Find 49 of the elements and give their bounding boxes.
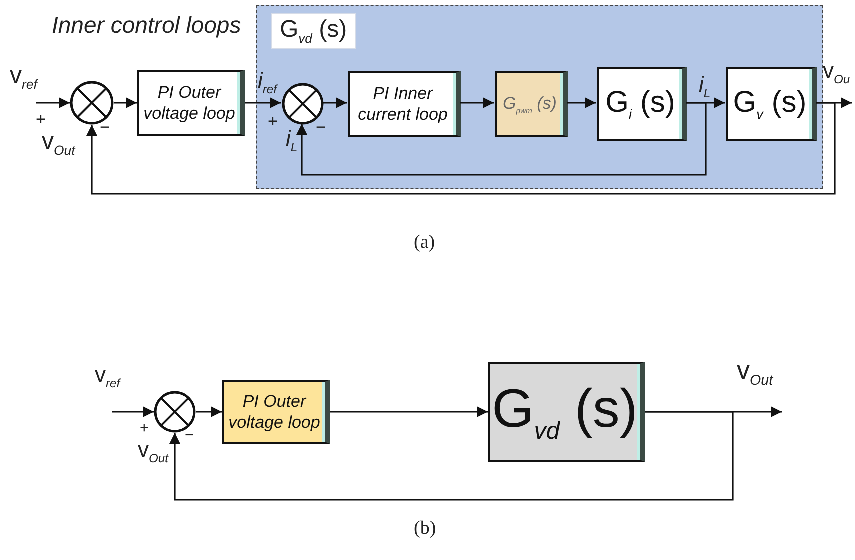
transfer-block: [222, 380, 330, 444]
subfigure-label: (a): [414, 232, 436, 254]
signal-label: v$_{Out}$: [737, 355, 774, 390]
sign-label: +: [140, 420, 149, 437]
transfer-block: [597, 67, 687, 141]
sign-label: −: [100, 118, 110, 138]
block-label: G$_{i}$ (s): [606, 85, 676, 124]
signal-arrow: [323, 98, 347, 108]
summing-junction: [70, 81, 114, 125]
subfigure-label: (b): [414, 518, 436, 540]
summing-junction: [282, 83, 324, 125]
signal-arrow: [296, 102, 707, 176]
signal-label: v$_{ref}$: [10, 62, 38, 92]
signal-label: v$_{ref}$: [95, 362, 120, 390]
block-label: G$_{v}$ (s): [733, 85, 807, 124]
signal-arrow: [36, 98, 70, 108]
transfer-block: [726, 67, 817, 141]
block-label: PI Inner current loop: [357, 82, 449, 126]
signal-label: i$_{L}$: [286, 126, 298, 154]
signal-arrow: [460, 98, 494, 108]
signal-label: v$_{Out}$: [138, 437, 168, 466]
block-label: PI Outer voltage loop: [143, 82, 236, 124]
signal-arrow: [114, 98, 137, 108]
block-label: PI Outer voltage loop: [228, 390, 321, 434]
signal-arrow: [86, 102, 836, 195]
signal-label: v$_{Out}$: [42, 128, 76, 158]
block-label: G$_{vd}$ (s): [492, 378, 638, 448]
section-heading: Inner control loops: [52, 12, 242, 39]
transfer-block: [348, 71, 461, 137]
signal-label: i$_{ref}$: [258, 68, 278, 96]
sign-label: −: [316, 118, 326, 138]
transfer-block: [137, 70, 245, 136]
signal-label: i$_{L}$: [699, 72, 711, 100]
block-label: G$_{pwm}$ (s): [503, 92, 557, 116]
transfer-block: [495, 71, 568, 137]
summing-junction: [154, 391, 196, 433]
signal-label: v$_{Ou}$: [823, 58, 850, 86]
signal-arrow: [567, 98, 596, 108]
transfer-block: [488, 362, 645, 462]
subsystem-band: [256, 5, 823, 189]
sign-label: +: [268, 112, 278, 132]
signal-arrow: [245, 98, 281, 108]
band-title: G$_{vd}$ (s): [271, 13, 356, 49]
signal-arrow: [112, 406, 154, 418]
signal-arrow: [330, 406, 488, 418]
sign-label: −: [185, 427, 194, 444]
sign-label: +: [36, 110, 46, 130]
signal-arrow: [170, 411, 734, 501]
signal-arrow: [196, 406, 222, 418]
